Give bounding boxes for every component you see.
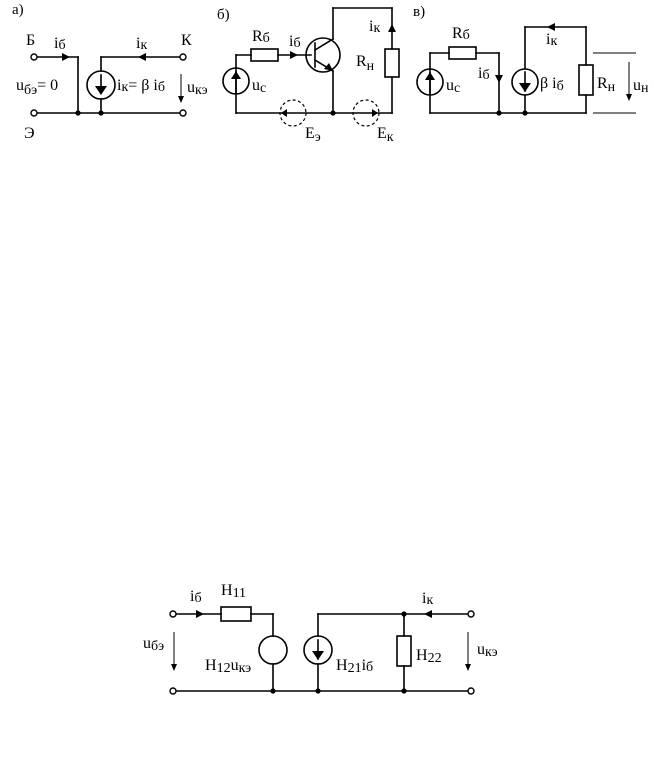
label-ib: iб [478, 65, 490, 83]
voltage-source-icon [222, 67, 250, 95]
node-dot [75, 110, 81, 116]
arrow-ik-icon [388, 24, 396, 32]
label-ek: Eк [377, 125, 394, 145]
label-rb: Rб [452, 25, 470, 43]
label-ib: iб [289, 33, 301, 51]
terminal-output-top [467, 610, 475, 618]
current-source-icon [86, 70, 116, 100]
label-rn: Rн [597, 75, 616, 95]
label-un: uн [633, 77, 649, 96]
terminal-input-top [169, 610, 177, 618]
label-uc: uс [252, 77, 266, 96]
label-ik: iк [546, 31, 557, 49]
transistor-collector-leg [313, 37, 335, 52]
loop-ek-arrow [372, 109, 378, 117]
label-ee: Eэ [305, 125, 321, 145]
voltage-source-arrowhead [231, 71, 241, 79]
current-source-arrowhead [519, 83, 531, 92]
resistor-rb [250, 48, 279, 62]
node-dot [98, 110, 104, 116]
label-ib: iб [54, 35, 66, 53]
label-h22: H22 [416, 647, 442, 666]
arrow-ik-icon [424, 610, 432, 618]
label-b: Б [26, 32, 35, 49]
label-rb: Rб [252, 28, 270, 46]
figure-a-ideal-model: а) Б К Э iб iк uбэ= 0 iк= β iб uк [12, 2, 208, 142]
voltage-source-h12-icon [258, 635, 288, 665]
current-source-arrowhead [95, 86, 107, 95]
node-dot [522, 110, 528, 116]
label-ib: iб [190, 588, 202, 606]
arrow-un-icon [626, 94, 632, 101]
node-dot [496, 110, 502, 116]
label-ik: iк [422, 590, 433, 608]
terminal-input-bottom [169, 687, 177, 695]
label-ik: iк [369, 18, 380, 36]
resistor-rn [578, 64, 594, 96]
voltage-source-icon [416, 68, 444, 96]
arrow-ik-icon [138, 53, 146, 61]
arrow-ube-icon [171, 664, 177, 671]
loop-ee-icon [279, 99, 307, 127]
panel-label-v: в) [413, 4, 425, 20]
arrow-ib-icon [495, 75, 503, 83]
label-ik: iк [136, 35, 147, 53]
label-ube: uбэ [143, 635, 164, 654]
arrow-uke-icon [465, 664, 471, 671]
label-uke: uкэ [187, 79, 208, 98]
resistor-h22 [396, 635, 412, 667]
label-uc: uс [446, 77, 460, 96]
figure-b-transistor-circuit: б) Rб iб iк [217, 7, 400, 145]
label-h12-uke: H12uкэ [205, 657, 251, 676]
node-dot [270, 688, 276, 694]
resistor-rb [448, 46, 477, 60]
label-e: Э [24, 125, 35, 142]
label-rn: Rн [356, 53, 375, 74]
terminal-collector [179, 53, 187, 61]
arrow-ib-icon [290, 51, 298, 59]
terminal-output-bottom [467, 687, 475, 695]
figure-v-equivalent-circuit: в) Rб iк iб uс [413, 4, 649, 116]
figure-h-parameter-model: iб H11 iк uбэ H12uкэ H21iб H22 uкэ [143, 582, 498, 695]
label-beta-ib: β iб [540, 75, 564, 94]
voltage-source-arrowhead [425, 72, 435, 80]
terminal-base [30, 53, 38, 61]
label-k: К [181, 32, 192, 49]
label-source-equation: iк= β iб [117, 77, 165, 95]
label-uke: uкэ [477, 641, 498, 660]
arrow-ib-icon [62, 53, 70, 61]
arrow-ib-icon [196, 610, 204, 618]
label-h21-ib: H21iб [336, 657, 373, 676]
loop-ek-icon [352, 99, 380, 127]
resistor-h11 [220, 606, 252, 622]
panel-label-b: б) [217, 7, 230, 23]
panel-label-a: а) [12, 2, 24, 18]
terminal-emitter-right [179, 109, 187, 117]
arrow-uke-icon [178, 96, 184, 103]
current-source-arrowhead [312, 651, 324, 660]
label-h11: H11 [221, 582, 246, 601]
terminal-emitter [30, 109, 38, 117]
label-ube: uбэ= 0 [16, 77, 58, 98]
loop-ee-arrow [281, 109, 287, 117]
transistor-icon [305, 37, 341, 73]
arrow-ik-icon [547, 23, 555, 31]
resistor-rn [384, 48, 400, 78]
transistor-emitter-arrow [324, 63, 333, 71]
